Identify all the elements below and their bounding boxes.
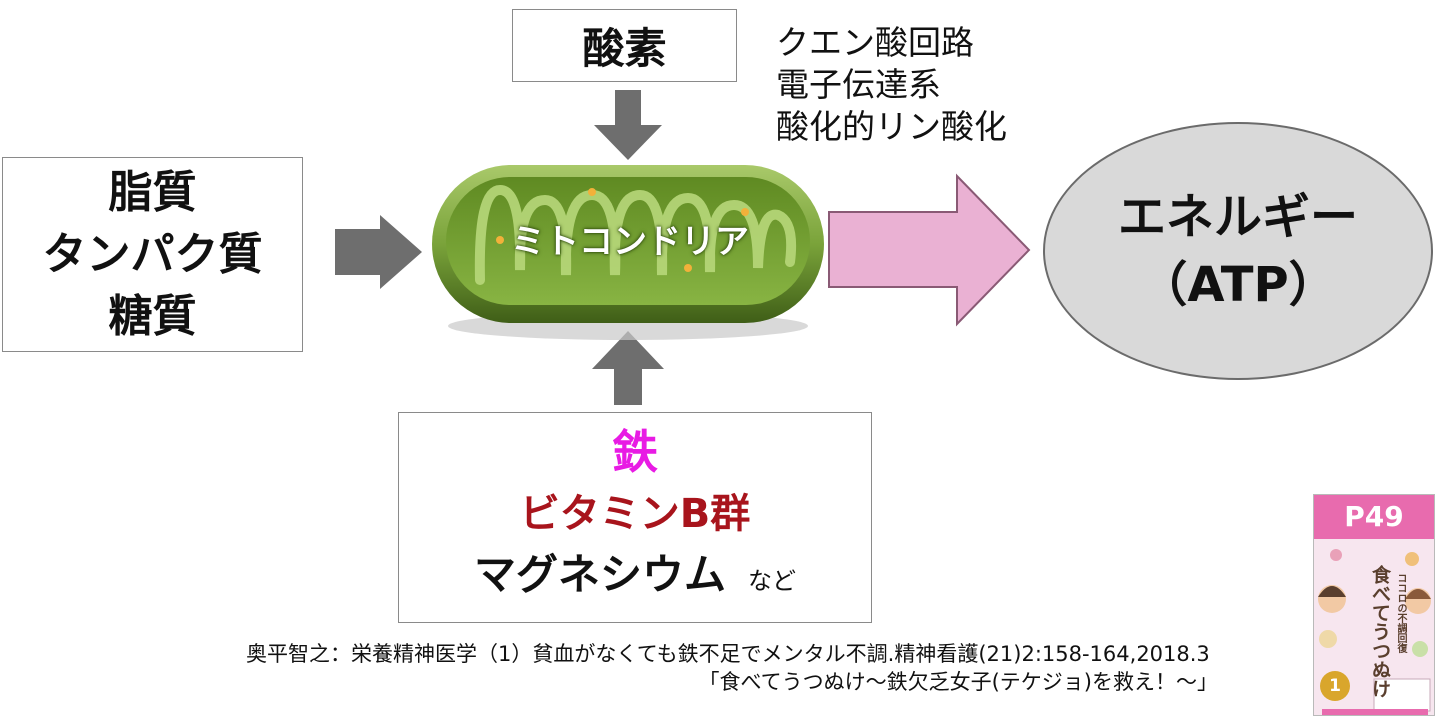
- process-citric-acid-cycle: クエン酸回路: [776, 23, 974, 62]
- book-page-label: P49: [1314, 495, 1434, 539]
- energy-label: エネルギー: [1117, 189, 1358, 245]
- oxygen-box: 酸素: [512, 9, 737, 82]
- arrow-down-from-oxygen: [594, 90, 662, 160]
- mitochondria-label: ミトコンドリア: [511, 222, 749, 262]
- book-title: 食べてうつぬけ: [1369, 565, 1391, 698]
- nutrient-protein: タンパク質: [42, 228, 263, 280]
- energy-output-ellipse: エネルギー （ATP）: [1043, 122, 1433, 380]
- oxygen-label: 酸素: [582, 24, 667, 73]
- citation: 奥平智之：栄養精神医学（1）貧血がなくても鉄不足でメンタル不調.精神看護(21)…: [230, 640, 1218, 696]
- citation-book-title: 「食べてうつぬけ～鉄欠乏女子(テケジョ)を救え！～」: [698, 670, 1218, 694]
- cofactor-etc: など: [748, 567, 796, 595]
- book-rank-badge: 1: [1320, 671, 1350, 701]
- cofactors-box: 鉄 ビタミンB群 マグネシウムなど: [398, 412, 872, 623]
- arrow-right-from-nutrients: [335, 215, 422, 289]
- citation-reference: 奥平智之：栄養精神医学（1）貧血がなくても鉄不足でメンタル不調.精神看護(21)…: [246, 642, 1210, 666]
- cofactor-magnesium: マグネシウム: [473, 550, 726, 599]
- book-cover-art: [1314, 539, 1434, 715]
- book-series: ココロの不調回復: [1395, 573, 1406, 653]
- nutrient-fat: 脂質: [108, 166, 197, 218]
- atp-label: （ATP）: [1139, 257, 1337, 313]
- nutrient-carbohydrate: 糖質: [108, 290, 197, 342]
- nutrients-box: 脂質 タンパク質 糖質: [2, 157, 303, 352]
- mitochondria-illustration: [432, 165, 824, 340]
- cofactor-vitamin-b: ビタミンB群: [519, 491, 751, 537]
- arrow-right-to-energy: [828, 173, 1031, 327]
- book-cover-thumbnail: P49 食べてうつぬけ ココロの不調回復 1: [1313, 494, 1435, 716]
- cofactor-magnesium-row: マグネシウムなど: [474, 544, 796, 615]
- process-electron-transport: 電子伝達系: [776, 65, 941, 104]
- cofactor-iron: 鉄: [612, 425, 658, 479]
- arrow-up-from-cofactors: [592, 331, 664, 405]
- process-oxidative-phosphorylation: 酸化的リン酸化: [776, 107, 1007, 146]
- process-list: クエン酸回路 電子伝達系 酸化的リン酸化: [776, 22, 1007, 148]
